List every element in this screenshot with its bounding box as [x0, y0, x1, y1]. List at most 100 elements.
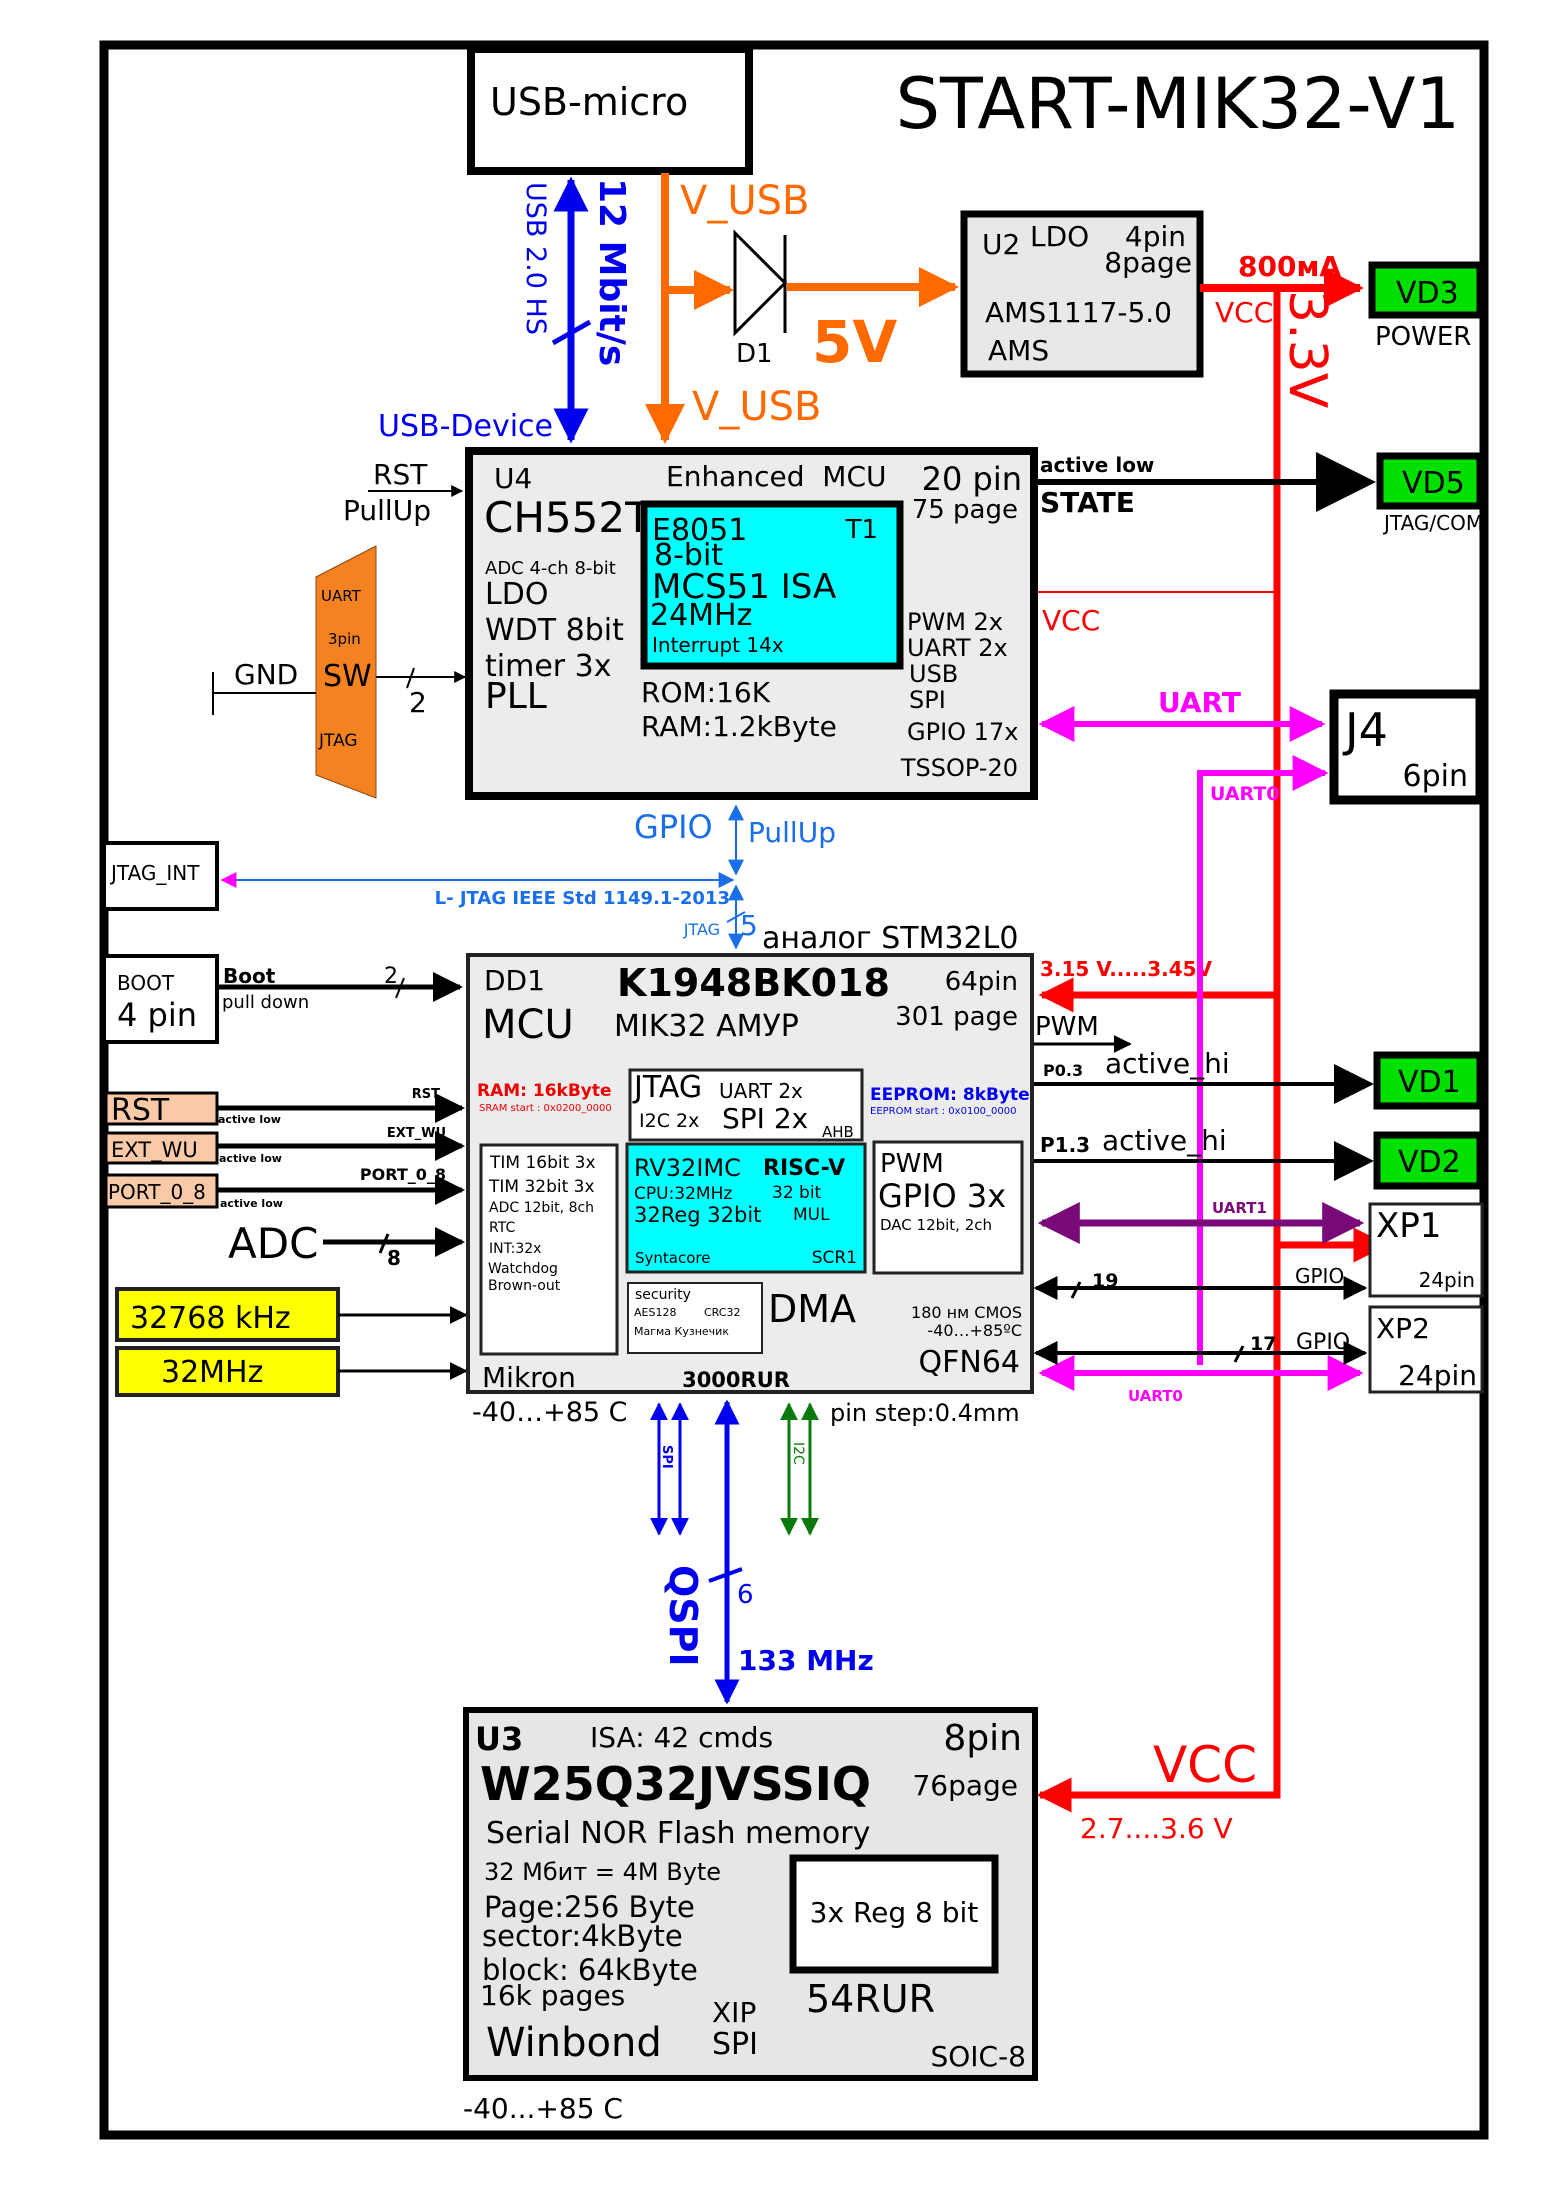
dd1-gpio-dac: DAC 12bit, 2ch	[880, 1216, 992, 1234]
dd1-timer-item: TIM 32bit 3x	[488, 1177, 595, 1197]
xp1-ref: XP1	[1376, 1206, 1441, 1246]
gpio-link-label: GPIO	[634, 808, 713, 846]
u3-ref: U3	[475, 1720, 523, 1758]
u3-spec: sector:4kByte	[482, 1919, 683, 1953]
u3-temp: -40...+85 C	[463, 2092, 623, 2125]
vcc-out-current: 800мА	[1238, 250, 1341, 283]
u4-core-tag: T1	[845, 515, 878, 545]
u4-feature: PWM 2x	[907, 608, 1003, 636]
dd1-timer-item: INT:32x	[489, 1241, 541, 1257]
jtag-int-connector[interactable]	[102, 841, 219, 911]
vd1-pin: P0.3	[1043, 1061, 1083, 1080]
boot-width: 2	[384, 964, 398, 989]
dd1-process: 180 нм CMOS	[911, 1303, 1022, 1322]
diode-ref: D1	[736, 339, 773, 369]
adc-width: 8	[387, 1246, 401, 1270]
vd3-led[interactable]	[1368, 261, 1484, 319]
u4-core-bits: 8-bit	[654, 538, 723, 573]
u3-pins: 8pin	[943, 1718, 1022, 1759]
vd1-active: active_hi	[1105, 1047, 1230, 1080]
u4-feature: SPI	[909, 686, 946, 714]
crystal-32768[interactable]	[115, 1287, 340, 1342]
dd1-core-arch: RISC-V	[763, 1156, 845, 1181]
u3-isa: ISA: 42 cmds	[590, 1721, 773, 1754]
u2-type: LDO	[1030, 220, 1089, 253]
dd1-analog: аналог STM32L0	[762, 921, 1018, 956]
dd1-name: MIK32 АМУР	[614, 1009, 799, 1044]
pin-port-0-8[interactable]: PORT_0_8	[104, 1173, 219, 1209]
dd1-maker: Mikron	[482, 1361, 576, 1394]
dd1-power-label: 3.15 V.....3.45V	[1040, 957, 1213, 981]
pin-rst[interactable]: RST	[104, 1091, 219, 1128]
dd1-eeprom: EEPROM: 8kByte	[870, 1085, 1030, 1105]
u4-feature: UART 2x	[907, 634, 1008, 662]
dd1-temp-range: -40…+85ºC	[927, 1321, 1022, 1340]
vd2-pin: P1.3	[1040, 1133, 1090, 1157]
j4-pins: 6pin	[1403, 759, 1468, 794]
crystal-32mhz[interactable]	[115, 1346, 340, 1397]
gpio19-label: GPIO	[1295, 1264, 1344, 1288]
boot-connector[interactable]	[102, 954, 219, 1044]
jtag-label: JTAG	[683, 920, 720, 939]
vd2-active: active_hi	[1102, 1124, 1227, 1157]
dd1-eeprom-start: EEPROM start : 0x0100_0000	[870, 1106, 1017, 1117]
vd3-label: POWER	[1375, 322, 1471, 352]
u3-price: 54RUR	[806, 1977, 935, 2021]
u4-ref: U4	[494, 462, 532, 495]
usb-micro-connector[interactable]	[467, 45, 753, 175]
xp1-connector[interactable]	[1368, 1202, 1484, 1298]
vusb-top-label: V_USB	[680, 178, 809, 224]
gpio19-slash	[1070, 1281, 1082, 1299]
pin-port-0-8-label: PORT_0_8	[108, 1180, 206, 1204]
u4-feature: PLL	[485, 676, 547, 717]
u3-reg: 3x Reg 8 bit	[810, 1896, 979, 1929]
pwm-label: PWM	[1035, 1012, 1099, 1042]
vd1-led[interactable]	[1373, 1051, 1484, 1110]
sw-name: SW	[323, 659, 372, 694]
u4-feature: timer 3x	[485, 649, 612, 684]
3v3-rail	[1036, 288, 1281, 1813]
u4-core-interrupts: Interrupt 14x	[652, 633, 784, 657]
vd2-led[interactable]	[1373, 1131, 1484, 1190]
u4-desc: Enhanced MCU	[666, 460, 887, 493]
xp1-pins: 24pin	[1419, 1268, 1475, 1292]
jtag-width: 5	[740, 909, 758, 942]
vd2-ref: VD2	[1398, 1145, 1461, 1180]
u3-spec: 16k pages	[480, 1979, 625, 2012]
dd1-gpio-pwm: PWM	[880, 1149, 944, 1179]
uart0-bottom-label: UART0	[1128, 1387, 1183, 1405]
j4-ref: J4	[1342, 703, 1388, 757]
vd5-led[interactable]	[1376, 452, 1484, 510]
dd1-temp-bottom: -40…+85 C	[472, 1397, 628, 1428]
u4-feature: LDO	[485, 577, 548, 612]
crystal-32768-label: 32768 kHz	[130, 1301, 291, 1336]
port-0-8-arrow-label: PORT_0_8	[360, 1165, 446, 1184]
sw-bottom: JTAG	[318, 731, 358, 751]
qspi-label: QSPI	[661, 1565, 705, 1667]
qspi-freq: 133 MHz	[738, 1644, 874, 1677]
gnd-label: GND	[234, 658, 298, 691]
u4-package: TSSOP-20	[900, 754, 1018, 782]
dd1-periph-bus: AHB	[822, 1123, 854, 1141]
xp2-ref: XP2	[1376, 1312, 1430, 1345]
dd1-gpio-block	[872, 1140, 1024, 1275]
dd1-dma: DMA	[768, 1287, 856, 1331]
gpio17-slash	[1233, 1345, 1245, 1363]
pin-ext-wu[interactable]: EXT_WU	[104, 1131, 219, 1165]
mode-switch[interactable]	[315, 545, 377, 799]
j4-connector[interactable]	[1329, 689, 1485, 805]
u4-ram: RAM:1.2kByte	[641, 710, 837, 743]
u3-part: W25Q32JVSSIQ	[480, 1757, 871, 1811]
xp2-connector[interactable]	[1368, 1305, 1484, 1394]
usb-micro-label: USB-micro	[490, 80, 688, 124]
u4-rst-label: RST	[373, 458, 428, 491]
u3-maker: Winbond	[486, 2020, 662, 2066]
u2-ldo[interactable]	[960, 210, 1204, 378]
dd1-periph-i2c: I2C 2x	[639, 1110, 699, 1132]
u4-core-name: E8051	[652, 513, 747, 548]
rst-arrow-label: RST	[412, 1087, 440, 1102]
gpio17-width: 17	[1250, 1333, 1276, 1355]
boot-title: BOOT	[117, 971, 175, 995]
xp2-pins: 24pin	[1398, 1359, 1477, 1392]
